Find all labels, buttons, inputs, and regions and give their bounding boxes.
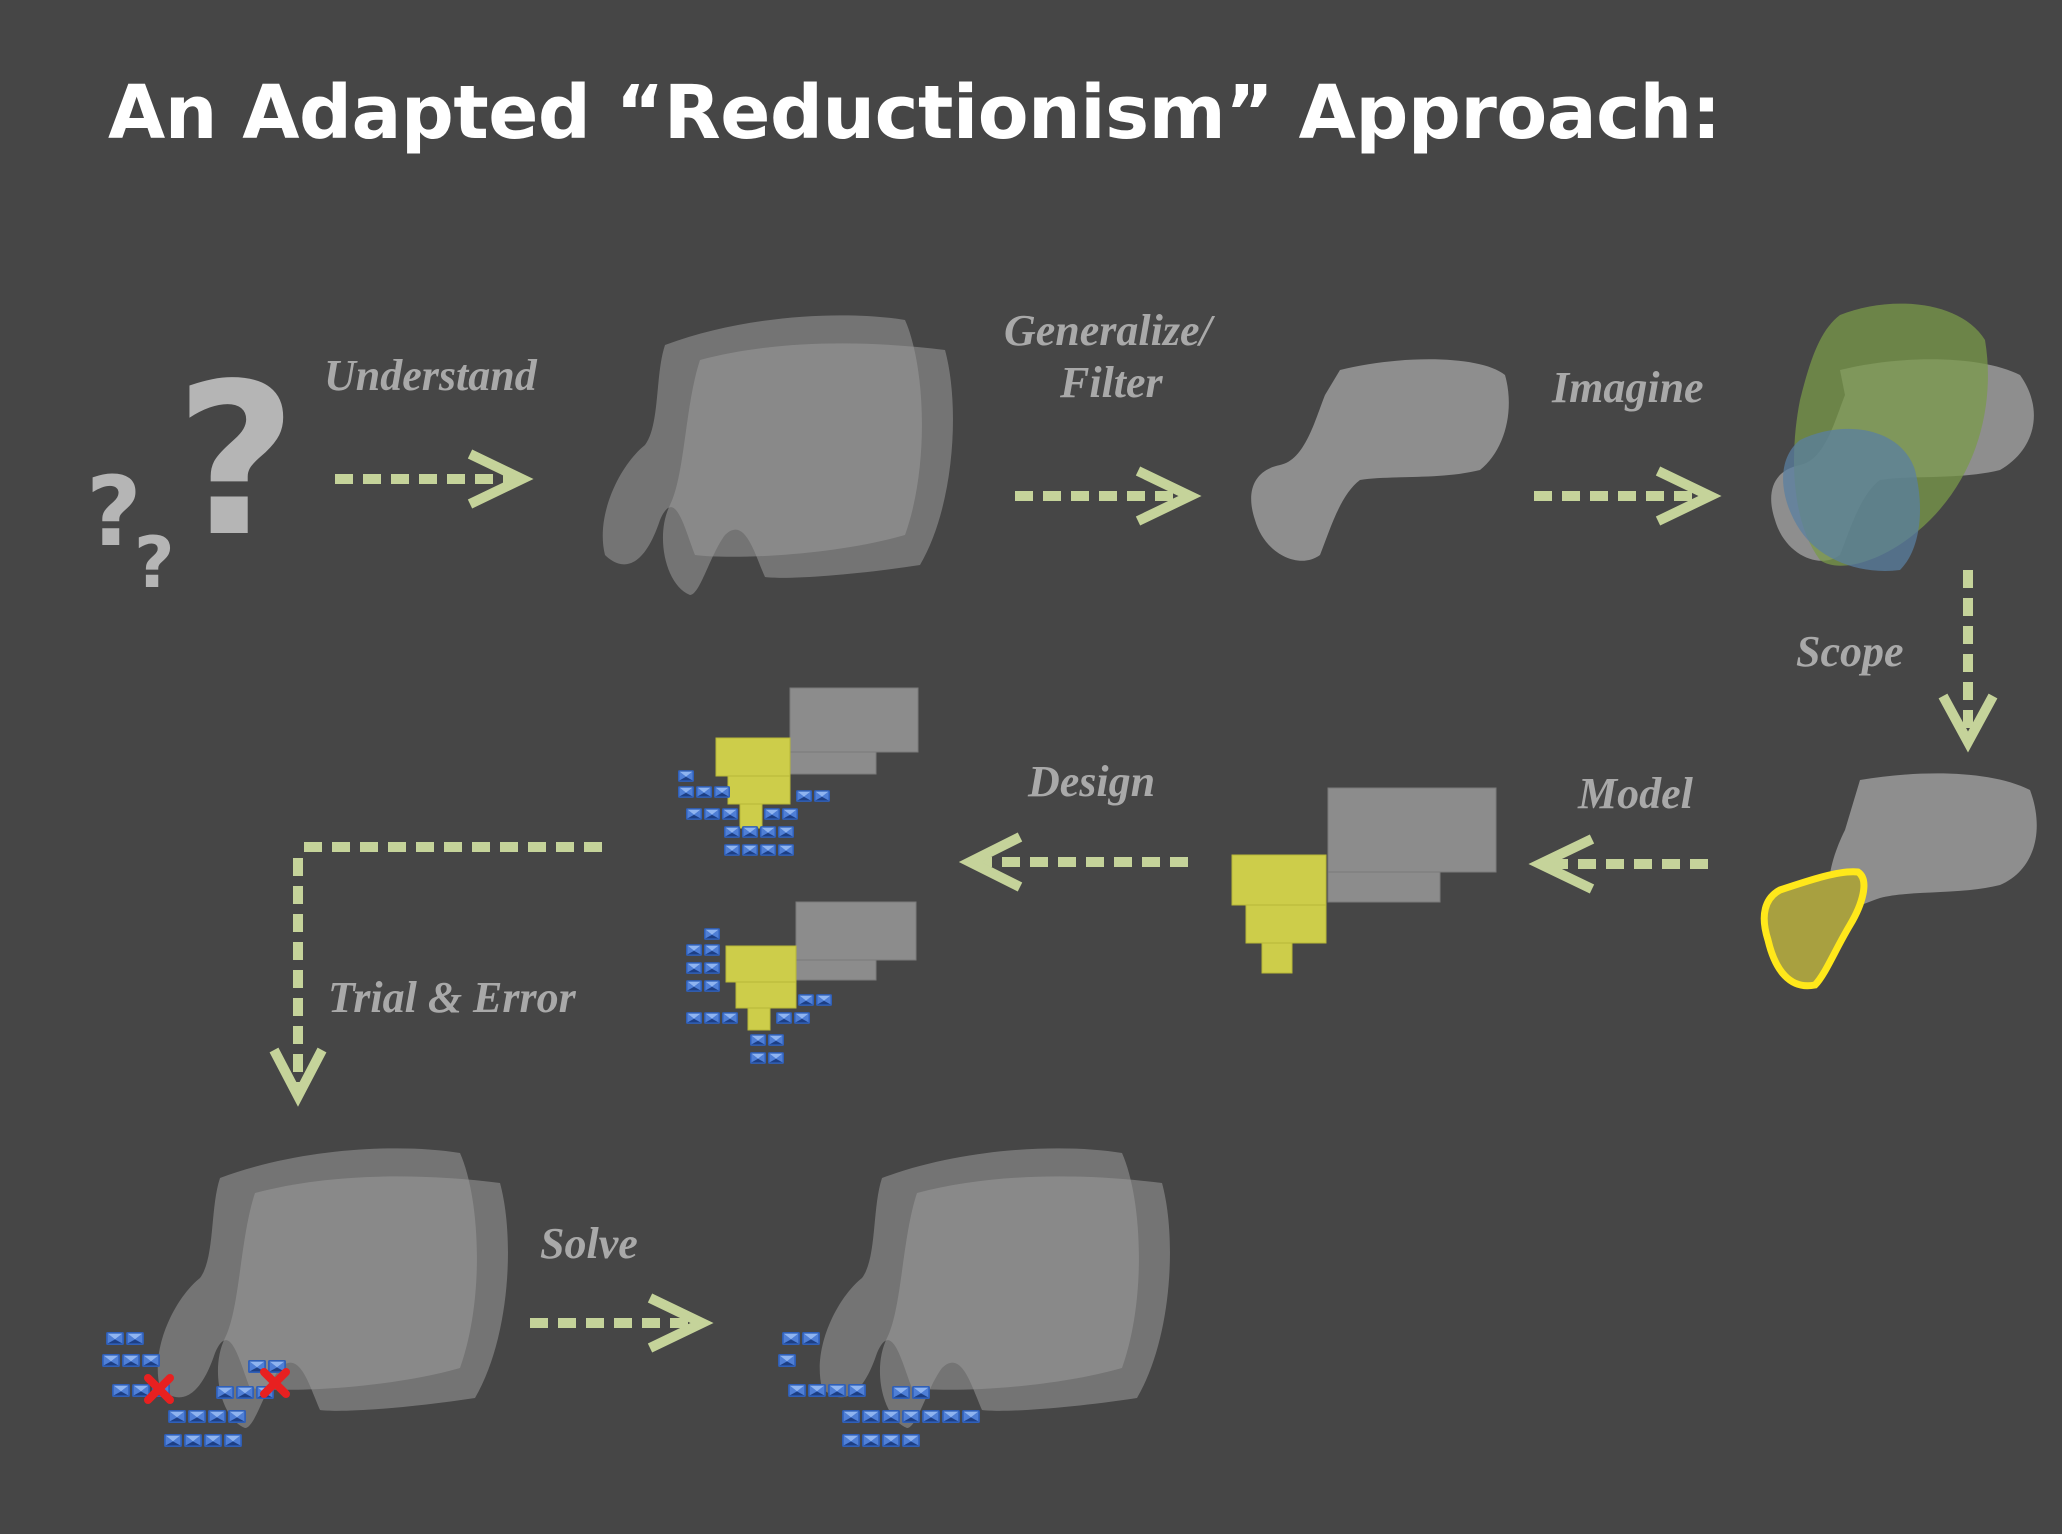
label-generalize-line2: Filter [1060, 358, 1163, 407]
dotted-arrow-icon [269, 842, 602, 1107]
dotted-arrow-icon [1534, 466, 1722, 526]
page-title: An Adapted “Reductionism” Approach: [108, 70, 1721, 156]
question-mark-icon-medium: ? [86, 456, 142, 568]
label-model: Model [1578, 769, 1693, 818]
dotted-arrow-icon [1938, 570, 1998, 753]
error-x-icon [144, 1374, 174, 1404]
dotted-arrow-icon [335, 449, 534, 509]
question-mark-icon-large: ? [175, 338, 297, 583]
question-mark-icon-small: ? [134, 522, 175, 604]
problem-cloud [602, 315, 953, 595]
error-x-icon [260, 1368, 290, 1398]
scope-region [1760, 773, 2037, 990]
label-solve: Solve [540, 1219, 638, 1268]
filtered-blob [1251, 359, 1509, 561]
label-generalize-line1: Generalize/ [1004, 306, 1212, 355]
dotted-arrow-icon [1015, 466, 1202, 526]
label-design: Design [1028, 757, 1156, 806]
dotted-arrow-icon [1528, 834, 1708, 894]
design-option-2 [686, 901, 917, 1064]
label-scope: Scope [1796, 627, 1904, 676]
label-understand: Understand [324, 351, 537, 400]
label-trial-error: Trial & Error [328, 973, 576, 1022]
dotted-arrow-icon [530, 1293, 714, 1353]
design-option-1 [678, 687, 919, 856]
solved-result [778, 1148, 1170, 1447]
imagine-regions [1771, 303, 2034, 571]
model-blocks [1231, 787, 1497, 974]
label-imagine: Imagine [1552, 363, 1704, 412]
dotted-arrow-icon [958, 832, 1188, 892]
trial-error-result [102, 1148, 508, 1447]
